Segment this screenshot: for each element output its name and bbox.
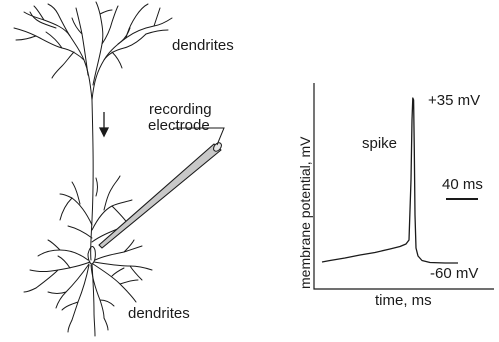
- y-axis-label: membrane potential, mV: [298, 136, 312, 289]
- dendrites-bottom-label: dendrites: [128, 306, 190, 321]
- apical-dendrites: [14, 2, 172, 100]
- dendrites-top-label: dendrites: [172, 38, 234, 53]
- action-potential-trace: [322, 98, 458, 263]
- signal-direction-arrow: [100, 112, 108, 136]
- recording-label-line1: recording: [149, 102, 212, 117]
- resting-voltage-label: -60 mV: [430, 266, 478, 281]
- scale-bar-label: 40 ms: [442, 177, 483, 192]
- neuron: [14, 2, 172, 336]
- spike-label: spike: [362, 136, 397, 151]
- peak-voltage-label: +35 mV: [428, 93, 480, 108]
- soma: [88, 247, 95, 264]
- apical-trunk: [91, 100, 94, 260]
- recording-label-line2: electrode: [148, 118, 210, 133]
- recording-electrode: [99, 128, 224, 248]
- x-axis-label: time, ms: [375, 293, 432, 308]
